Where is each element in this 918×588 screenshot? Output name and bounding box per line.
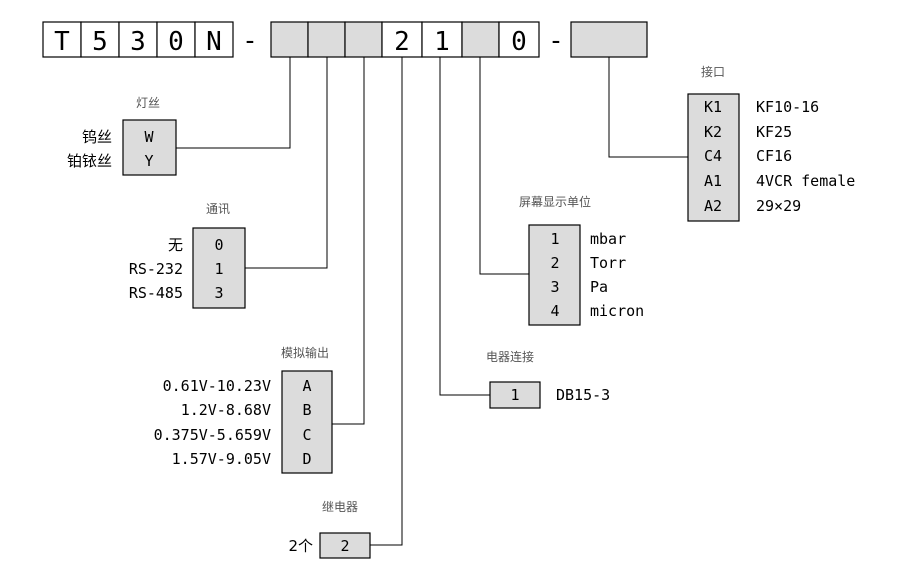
filament-label-y: 铂铱丝	[67, 152, 112, 170]
code-cell-2	[80, 21, 120, 58]
display-code-2: 2	[550, 254, 559, 272]
display-unit-code-box	[528, 224, 581, 326]
analog-label-b: 1.2V-8.68V	[181, 401, 271, 419]
analog-label-a: 0.61V-10.23V	[163, 377, 271, 395]
analog-code-c: C	[302, 426, 311, 444]
code-char-4: 0	[168, 27, 184, 57]
communication-group: 通讯 0 1 3 无 RS-232 RS-485	[129, 202, 246, 309]
communication-code-1: 1	[214, 260, 223, 278]
code-char-3: 3	[130, 27, 146, 57]
electrical-connection-code-box	[489, 381, 541, 409]
communication-label-3: RS-485	[129, 284, 183, 302]
line-communication	[245, 57, 328, 269]
communication-title: 通讯	[206, 202, 230, 216]
electrical-connection-label-1: DB15-3	[556, 386, 610, 404]
display-code-3: 3	[550, 278, 559, 296]
analog-code-a: A	[302, 377, 311, 395]
relay-code-2: 2	[340, 537, 349, 555]
interface-code-c4: C4	[704, 147, 722, 165]
relay-title: 继电器	[322, 500, 358, 514]
line-analog	[332, 57, 365, 425]
communication-code-0: 0	[214, 236, 223, 254]
electrical-connection-group: 电器连接 1 DB15-3	[486, 349, 610, 409]
code-char-relay: 2	[394, 27, 410, 57]
line-interface	[608, 57, 688, 158]
analog-output-title: 模拟输出	[281, 345, 329, 360]
code-slot-interface	[570, 21, 648, 58]
analog-output-group: 模拟输出 A B C D 0.61V-10.23V 1.2V-8.68V 0.3…	[154, 345, 333, 474]
filament-group: 灯丝 W Y 钨丝 铂铱丝	[67, 96, 177, 176]
line-display	[479, 57, 529, 275]
line-filament	[176, 57, 291, 149]
analog-output-code-box	[281, 370, 333, 474]
code-slot-analog	[344, 21, 383, 58]
connector-lines	[176, 57, 688, 546]
communication-code-box	[192, 227, 246, 309]
filament-code-box	[122, 119, 177, 176]
code-char-fixed: 0	[511, 27, 527, 57]
filament-title: 灯丝	[136, 96, 160, 110]
interface-code-k2: K2	[704, 123, 722, 141]
communication-label-1: RS-232	[129, 260, 183, 278]
model-code-row: T 5 3 0 N - 2 1 0 -	[42, 21, 648, 58]
code-cell-3	[118, 21, 158, 58]
code-char-1: T	[54, 27, 70, 57]
electrical-connection-code-1: 1	[510, 386, 519, 404]
display-label-4: micron	[590, 302, 644, 320]
code-slot-communication	[307, 21, 346, 58]
code-slot-filament	[270, 21, 309, 58]
interface-code-box	[687, 93, 740, 222]
code-cell-connection	[421, 21, 463, 58]
code-cell-relay	[381, 21, 423, 58]
display-unit-group: 屏幕显示单位 1 2 3 4 mbar Torr Pa micron	[519, 194, 644, 326]
code-slot-display	[461, 21, 500, 58]
electrical-connection-title: 电器连接	[486, 349, 534, 364]
line-relay	[370, 57, 403, 546]
code-cell-fixed	[498, 21, 540, 58]
relay-code-box	[319, 532, 371, 559]
code-char-2: 5	[92, 27, 108, 57]
display-label-3: Pa	[590, 278, 608, 296]
interface-label-k1: KF10-16	[756, 98, 819, 116]
relay-group: 继电器 2 2个	[288, 500, 371, 559]
interface-code-k1: K1	[704, 98, 722, 116]
interface-label-a2: 29×29	[756, 197, 801, 215]
communication-code-3: 3	[214, 284, 223, 302]
interface-label-k2: KF25	[756, 123, 792, 141]
display-label-2: Torr	[590, 254, 626, 272]
analog-label-d: 1.57V-9.05V	[172, 450, 271, 468]
interface-title: 接口	[701, 64, 725, 79]
interface-group: 接口 K1 K2 C4 A1 A2 KF10-16 KF25 CF16 4VCR…	[687, 64, 855, 222]
interface-code-a1: A1	[704, 172, 722, 190]
analog-code-d: D	[302, 450, 311, 468]
filament-label-w: 钨丝	[82, 128, 112, 146]
analog-code-b: B	[302, 401, 311, 419]
communication-label-0: 无	[168, 236, 183, 254]
code-char-5: N	[206, 27, 222, 57]
interface-label-a1: 4VCR female	[756, 172, 855, 190]
code-char-connection: 1	[434, 27, 450, 57]
code-dash-2: -	[548, 26, 564, 56]
display-unit-title: 屏幕显示单位	[519, 194, 591, 209]
analog-label-c: 0.375V-5.659V	[154, 426, 271, 444]
filament-code-w: W	[144, 128, 154, 146]
display-code-4: 4	[550, 302, 559, 320]
interface-label-c4: CF16	[756, 147, 792, 165]
code-cell-1	[42, 21, 82, 58]
relay-label-2: 2个	[288, 537, 313, 555]
display-label-1: mbar	[590, 230, 626, 248]
code-dash-1: -	[242, 26, 258, 56]
display-code-1: 1	[550, 230, 559, 248]
interface-code-a2: A2	[704, 197, 722, 215]
filament-code-y: Y	[144, 152, 153, 170]
code-cell-5	[194, 21, 234, 58]
line-connection	[439, 57, 490, 396]
